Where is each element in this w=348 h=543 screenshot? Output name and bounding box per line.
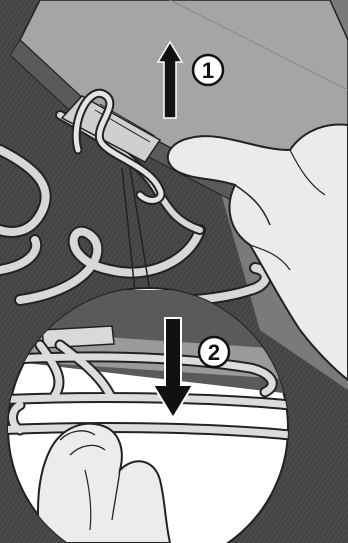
step-1-number: 1 bbox=[202, 58, 214, 83]
inset-bracket bbox=[42, 326, 114, 348]
step-2-number: 2 bbox=[208, 340, 220, 365]
